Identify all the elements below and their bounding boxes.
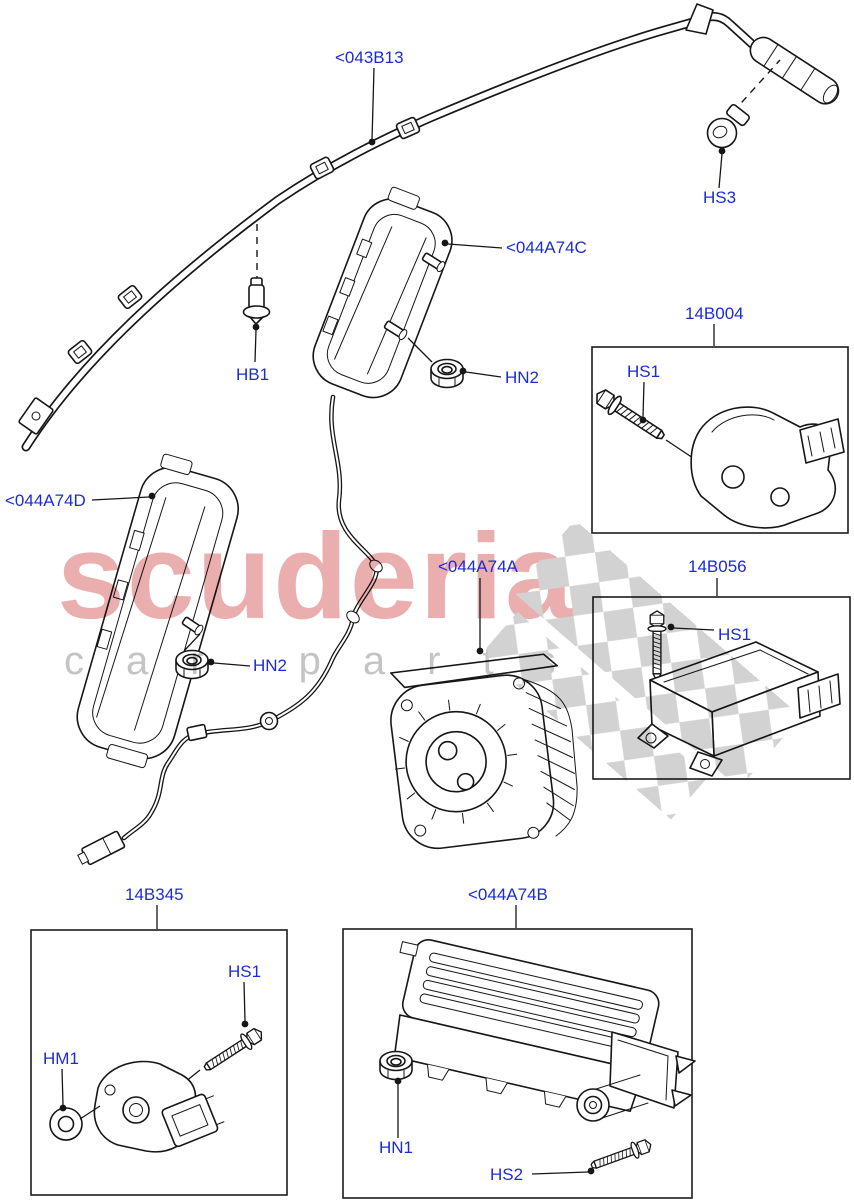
label-hn1[interactable]: HN1 [379,1138,413,1157]
rail-clip [309,156,335,180]
checkered-flag-pattern [480,520,802,820]
label-hs1-14b056[interactable]: HS1 [718,625,751,644]
mounting-stud [421,252,446,273]
label-hn2-lower[interactable]: HN2 [253,656,287,675]
wire-clip [369,559,383,573]
label-14b345[interactable]: 14B345 [125,885,184,904]
side-airbag-module-c-drawing [312,186,453,399]
wire-connector [77,830,126,866]
passenger-airbag-module-drawing [393,939,696,1122]
hs3-screw-drawing [706,59,781,149]
mounting-stud [383,320,408,341]
watermark-layer: scuderia car parts [57,508,802,820]
box-14b004 [591,346,849,534]
watermark-brand-text: scuderia [57,508,575,644]
label-hs1-14b345[interactable]: HS1 [228,962,261,981]
hn2-upper-nut-drawing [430,358,464,389]
watermark-sub-text: car parts [64,639,598,683]
label-044a74d[interactable]: <044A74D [5,491,86,510]
inflator-cylinder [749,36,840,105]
rail-end-bracket [685,3,714,35]
driver-airbag-module-drawing [390,653,578,850]
label-hn2-upper[interactable]: HN2 [505,368,539,387]
label-hb1[interactable]: HB1 [236,365,269,384]
hm1-washer-drawing [49,1105,101,1141]
label-14b004[interactable]: 14B004 [685,304,744,323]
label-044a74a[interactable]: <044A74A [438,557,519,576]
label-044a74b[interactable]: <044A74B [468,885,548,904]
hb1-pin-drawing [242,224,271,325]
wire-clip [186,723,208,742]
label-hs2[interactable]: HS2 [490,1165,523,1184]
rail-clip [117,284,143,310]
rail-clip [67,339,93,365]
hs1-bolt-14b345-drawing [179,1023,267,1087]
curtain-airbag-drawing [18,3,840,452]
rail-end-flag [18,397,54,435]
crash-sensor-drawing [690,406,845,529]
mounting-stud [181,616,204,636]
part-labels: <043B13 HS3 <044A74C HB1 HN2 14B004 HS1 … [5,48,751,1184]
box-14b345 [30,929,288,1196]
label-044a74c[interactable]: <044A74C [506,238,587,257]
wire-clip [346,610,360,624]
front-sensor-drawing [93,1060,225,1153]
hn1-nut-drawing [379,1050,413,1081]
label-14b056[interactable]: 14B056 [688,557,747,576]
hs2-bolt-drawing [588,1135,655,1175]
label-hs1-14b004[interactable]: HS1 [627,362,660,381]
rail-clip [395,116,421,140]
leader-lines [59,67,726,1175]
label-hm1[interactable]: HM1 [43,1049,79,1068]
wiring-harness-drawing [77,394,383,866]
side-airbag-module-d-drawing [76,453,239,769]
label-043b13[interactable]: <043B13 [335,48,404,67]
label-hs3[interactable]: HS3 [703,188,736,207]
